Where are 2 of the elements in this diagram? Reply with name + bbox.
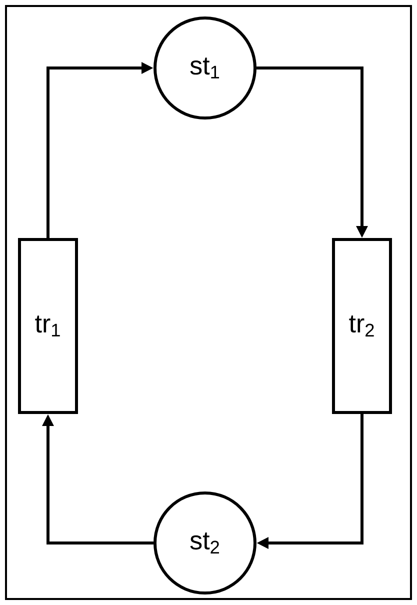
transition-box: tr$_{1}$ (18, 238, 78, 414)
transition-box: tr$_{2}$ (332, 238, 392, 414)
